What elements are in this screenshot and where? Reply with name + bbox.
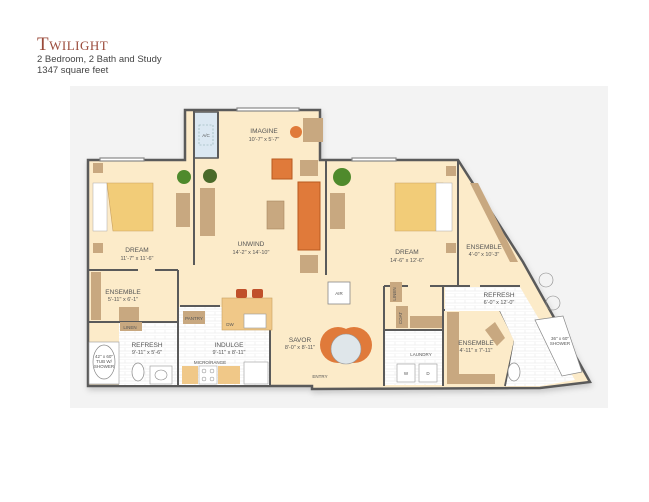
room-dims-ensemble-left: 5'-11" x 6'-1" [108,297,138,303]
room-dims-unwind: 14'-2" x 14'-10" [233,250,270,256]
kitchen [182,289,273,385]
linen-left-label: LINEN [123,325,136,330]
room-name-dream-left: DREAM [125,247,148,254]
dining-table [320,327,372,365]
pantry-label: PANTRY [185,316,203,321]
ac-closet: A/C [193,111,219,159]
plan-header: Twilight 2 Bedroom, 2 Bath and Study 134… [37,34,162,76]
tub-label-2: TUB W/ [96,359,112,364]
shower-label-2: SHOWER [550,341,571,346]
washer-label: W [404,371,409,376]
shower-label-1: 36" x 60" [551,336,569,341]
room-dims-savor: 8'-0" x 8'-11" [285,345,315,351]
room-name-indulge: INDULGE [215,342,245,349]
room-name-ensemble-left: ENSEMBLE [105,289,141,296]
right-bedroom-furniture [327,166,456,305]
room-name-unwind: UNWIND [238,241,265,248]
air-label: AIR [335,291,343,296]
right-bath-fixtures [507,272,583,382]
tub-label-3: SHOWER [94,364,115,369]
entry-label: ENTRY [312,374,327,379]
room-dims-ensemble-right-bottom: 4'-11" x 7'-11" [459,348,492,354]
laundry-machines [396,363,438,383]
laundry-label: LAUNDRY [410,352,431,357]
coat-label: COAT [398,312,403,324]
room-name-savor: SAVOR [289,337,312,344]
plan-title: Twilight [37,34,109,55]
room-name-ensemble-right-top: ENSEMBLE [466,244,502,251]
room-dims-dream-right: 14'-6" x 12'-6" [390,258,424,264]
room-dims-dream-left: 11'-7" x 11'-6" [120,256,153,262]
windows [99,107,397,162]
room-dims-imagine: 10'-7" x 5'-7" [249,137,280,143]
room-name-imagine: IMAGINE [250,128,278,135]
ac-label: A/C [202,133,210,138]
room-dims-indulge: 9'-11" x 8'-11" [212,350,245,356]
dw-label: DW [226,322,234,327]
room-name-refresh-left: REFRESH [131,342,162,349]
tub-label-1: 42" x 60" [95,354,113,359]
bath-right-floor [445,287,575,386]
room-name-refresh-right: REFRESH [483,292,514,299]
linen-right-label: LINEN [392,287,397,300]
living-room-furniture [200,118,323,273]
room-name-dream-right: DREAM [395,249,418,256]
left-bath-fixtures [88,341,173,385]
left-bedroom-furniture [92,163,191,253]
dryer-label: D [426,371,430,376]
room-dims-refresh-right: 6'-0" x 12'-0" [484,300,515,306]
room-dims-ensemble-right-top: 4'-0" x 10'-3" [469,252,500,258]
room-dims-refresh-left: 9'-11" x 5'-6" [132,350,162,356]
plant-icon [177,170,191,184]
micro-range-label: MICRO/RANGE [194,360,226,365]
room-name-ensemble-right-bottom: ENSEMBLE [458,340,494,347]
closets [91,183,518,384]
plan-subtitle: 2 Bedroom, 2 Bath and Study [37,54,162,65]
plan-area: 1347 square feet [37,65,109,76]
